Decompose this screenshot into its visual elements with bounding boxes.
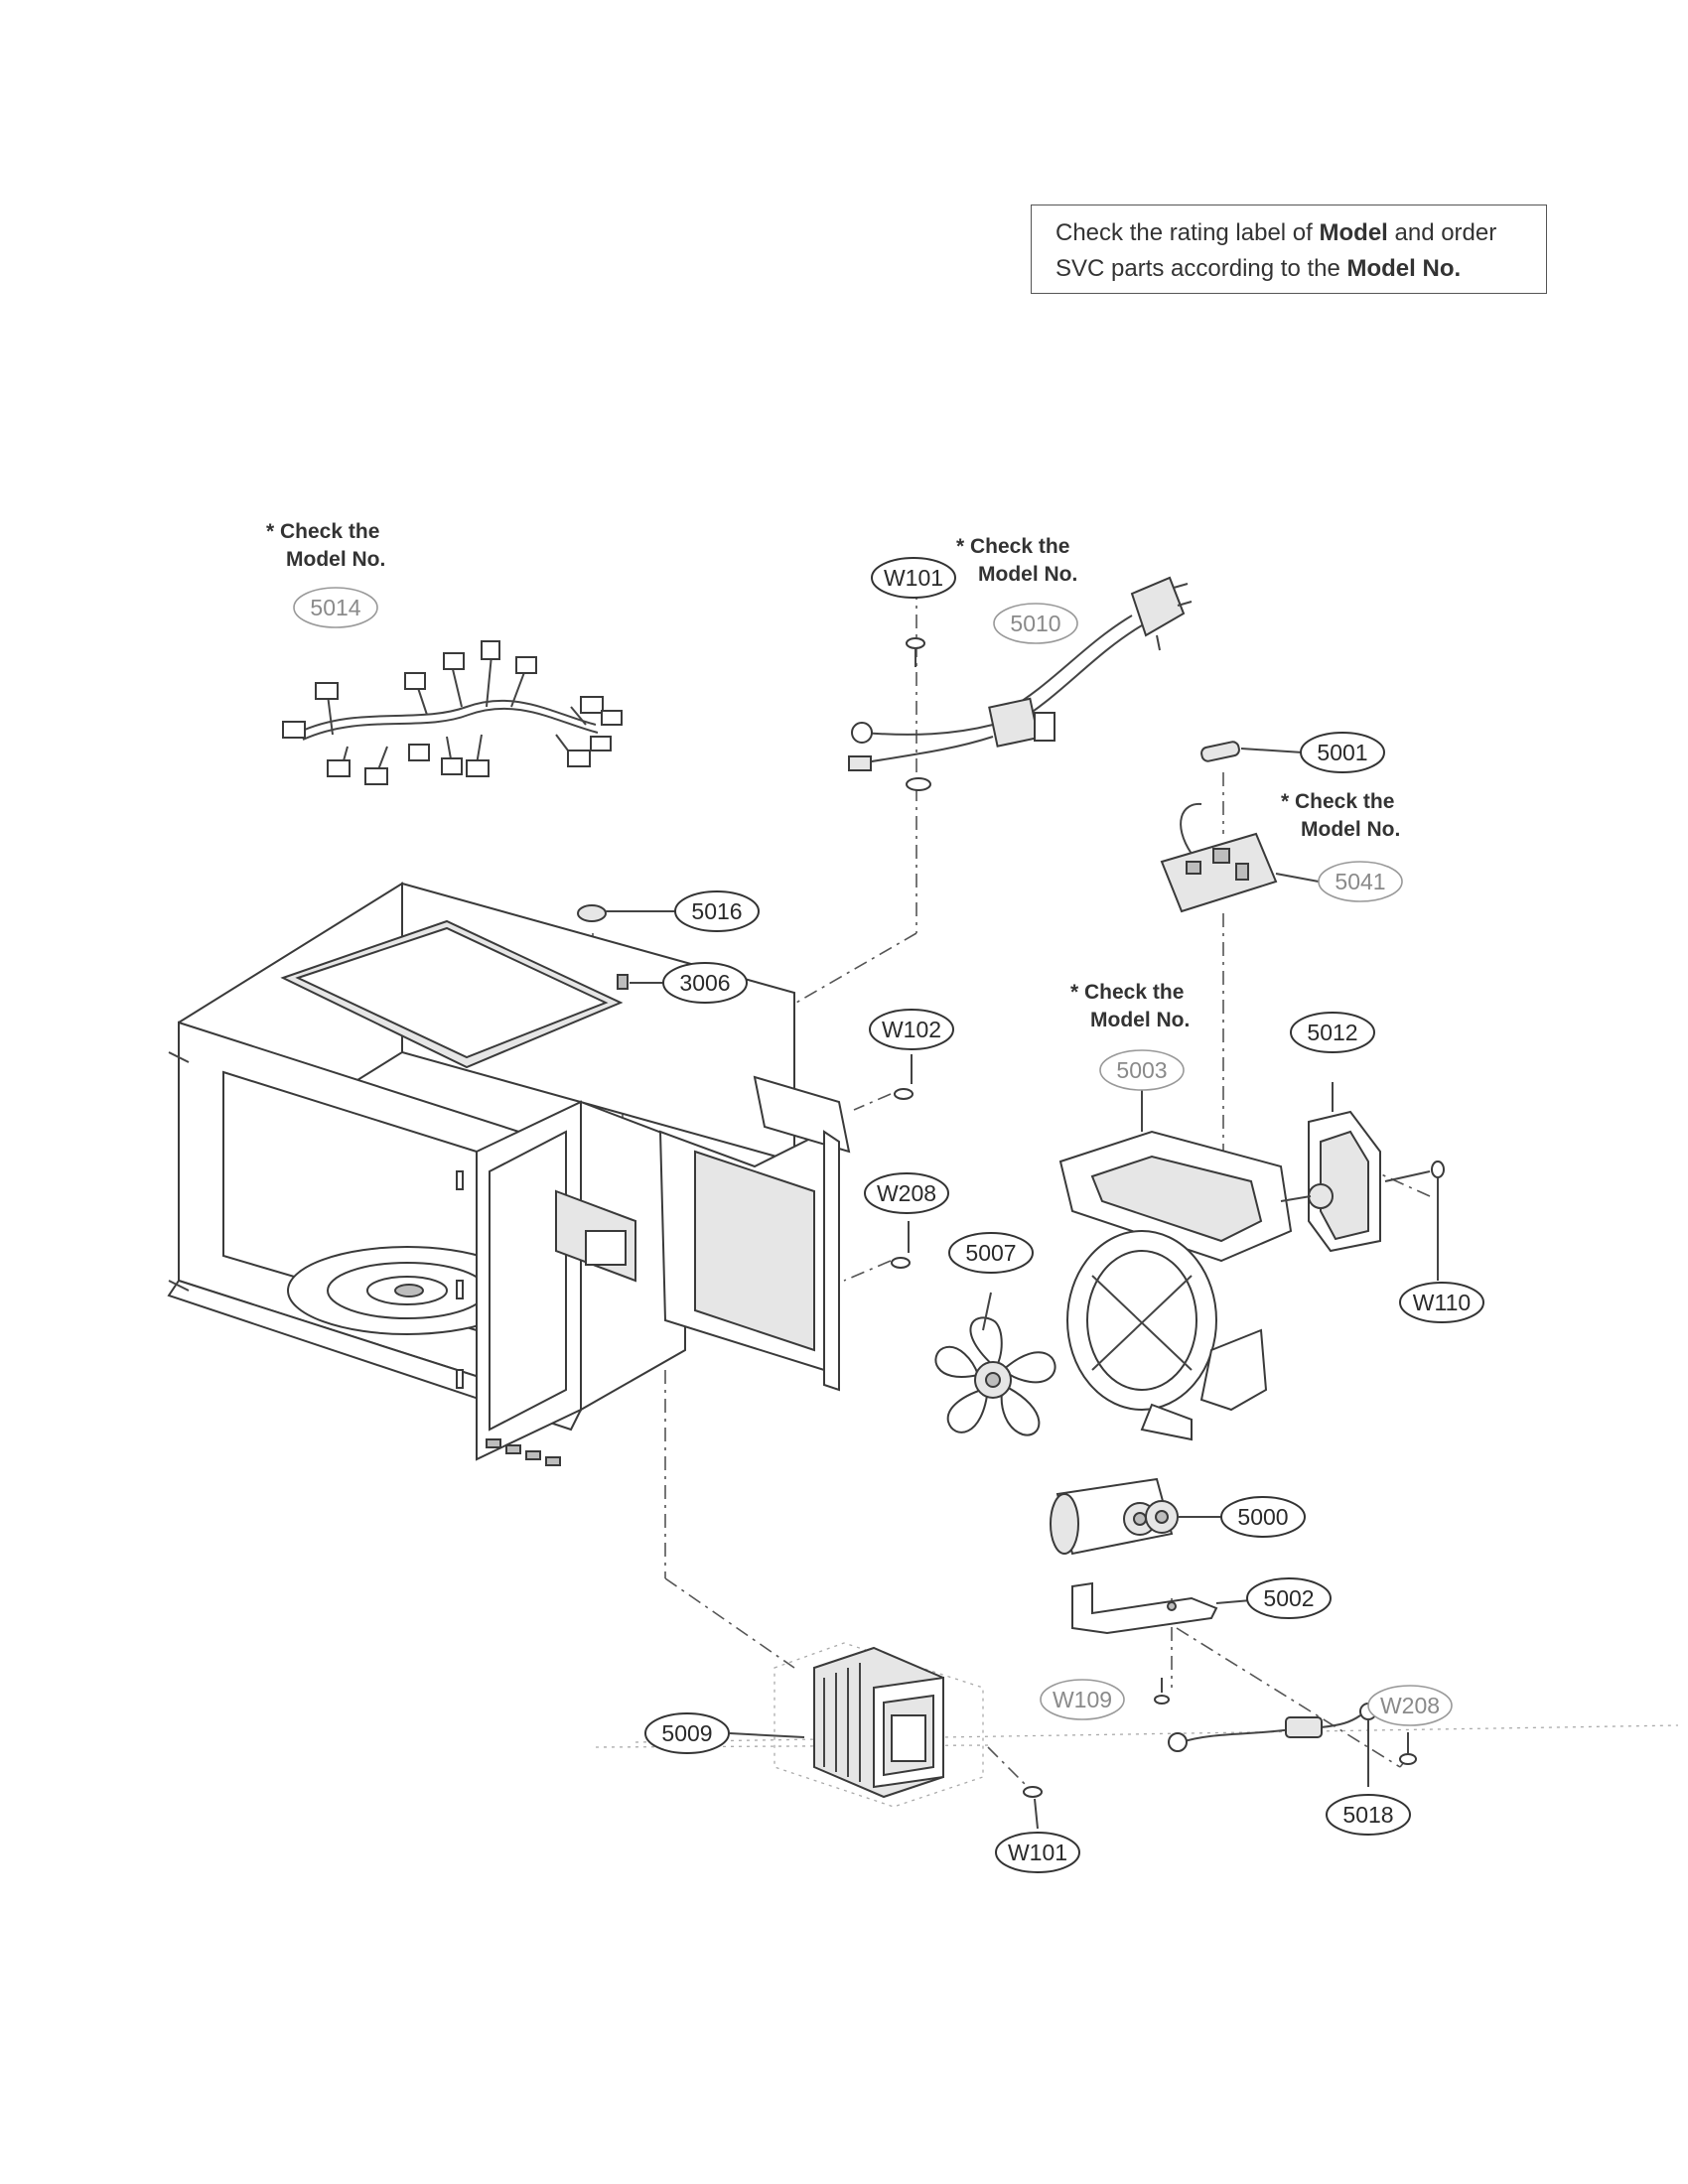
oven-cavity-assembly [167,882,851,1466]
callout-5002: 5002 [1246,1577,1332,1619]
callout-5016: 5016 [674,890,760,932]
callout-w208-lower: W208 [1367,1685,1453,1726]
svg-text:W208: W208 [877,1180,936,1206]
model-note-4: * Check the Model No. [1070,981,1190,1031]
callout-5003: 5003 [1099,1049,1185,1091]
callout-w102: W102 [869,1009,954,1050]
sensor-wire-5018 [1168,1703,1377,1787]
fan-5007 [934,1292,1056,1436]
svg-text:Model No.: Model No. [978,563,1077,586]
svg-text:5007: 5007 [965,1240,1016,1266]
notice-line-2: SVC parts according to the Model No. [1055,255,1462,282]
callout-5018: 5018 [1326,1794,1411,1836]
callout-w101-top: W101 [871,557,956,599]
callout-3006: 3006 [662,962,748,1004]
callout-5010: 5010 [993,603,1078,644]
svg-text:* Check the: * Check the [1070,981,1184,1004]
svg-text:W101: W101 [884,565,943,591]
screw-w109 [1154,1678,1170,1705]
svg-text:W208: W208 [1380,1693,1440,1718]
svg-text:5001: 5001 [1317,740,1367,765]
svg-text:W101: W101 [1008,1840,1067,1865]
svg-text:3006: 3006 [679,970,730,996]
wire-harness-5014 [282,640,623,785]
screw-w101-top [906,637,925,667]
capacitor-5000 [1050,1477,1221,1556]
callout-5007: 5007 [948,1232,1034,1274]
callout-w101-bottom: W101 [995,1832,1080,1873]
screw-w101-bottom [1023,1786,1043,1830]
callout-5012: 5012 [1290,1012,1375,1053]
callout-5009: 5009 [644,1712,730,1754]
callout-labels: 5014 W101 5010 5001 5041 5016 3006 W102 … [293,557,1484,1873]
callout-5001: 5001 [1300,732,1385,773]
callout-5014: 5014 [293,587,378,628]
svg-text:Model No.: Model No. [286,548,385,571]
part-3006 [617,974,663,990]
svg-text:5018: 5018 [1342,1802,1393,1828]
callout-w110: W110 [1399,1282,1484,1323]
pcb-5041 [1160,802,1320,913]
svg-text:W102: W102 [882,1017,941,1042]
svg-text:Model No.: Model No. [1301,818,1400,841]
svg-text:5003: 5003 [1116,1057,1167,1083]
svg-text:5014: 5014 [310,595,360,620]
svg-text:W110: W110 [1413,1290,1471,1315]
rating-label-notice: Check the rating label of Model and orde… [1031,205,1547,294]
screw-w102 [894,1054,914,1100]
screw-w208-upper [891,1221,911,1269]
svg-text:5041: 5041 [1335,869,1385,894]
callout-5041: 5041 [1318,861,1403,902]
capacitor-bracket-5002 [1071,1581,1252,1635]
svg-text:5009: 5009 [661,1720,712,1746]
svg-text:5002: 5002 [1263,1585,1314,1611]
svg-text:5012: 5012 [1307,1020,1357,1045]
fuse-5001 [1200,741,1304,762]
svg-text:5000: 5000 [1237,1504,1288,1530]
fan-duct-5003 [1058,1090,1293,1441]
notice-line-1: Check the rating label of Model and orde… [1055,219,1497,246]
svg-text:* Check the: * Check the [266,520,379,543]
svg-text:W109: W109 [1053,1687,1112,1712]
thermostat-5016 [577,904,675,922]
svg-text:* Check the: * Check the [1281,790,1394,813]
transformer-5009 [729,1642,984,1808]
model-note-1: * Check the Model No. [266,520,385,571]
callout-w109: W109 [1040,1679,1125,1720]
callout-5000: 5000 [1220,1496,1306,1538]
callout-w208-upper: W208 [864,1172,949,1214]
svg-text:5010: 5010 [1010,611,1060,636]
model-note-3: * Check the Model No. [1281,790,1400,841]
svg-text:* Check the: * Check the [956,535,1069,558]
bracket-5012 [1280,1082,1445,1281]
screw-w208-lower [1399,1732,1417,1765]
svg-text:5016: 5016 [691,898,742,924]
power-cord-5010 [848,576,1193,791]
svg-text:Model No.: Model No. [1090,1009,1190,1031]
model-note-2: * Check the Model No. [956,535,1077,586]
